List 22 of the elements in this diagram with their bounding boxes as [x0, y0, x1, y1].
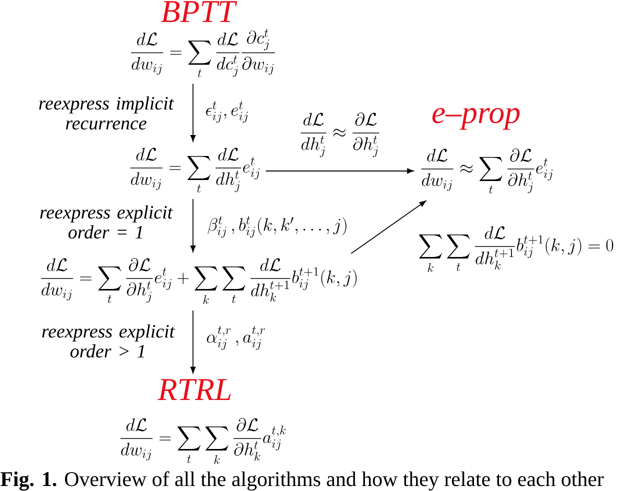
equation: $\frac{d\mathcal{L}}{dw_{ij}}=\sum_t\frac{\partial\mathcal{L}}{\partial h_j^t}e_{ij}^t+\sum_k\sum_t\frac{d\mathcal{L}}{dh_k^{t+1}}b_{ij}^{t+1}(k,j)$ [40, 258, 357, 304]
algorithm-title: BPTT [161, 1, 238, 22]
equation: $\frac{d\mathcal{L}}{dw_{ij}}=\sum_t\sum_k\frac{\partial\mathcal{L}}{\partial h_k^t}a_{ij}^{t,k}$ [120, 418, 286, 464]
edge-label: $\frac{d\mathcal{L}}{dh_j^t}\approx\frac{\partial\mathcal{L}}{\partial h_j^t}$ [300, 112, 380, 158]
arrow [350, 200, 426, 254]
equation: $\frac{d\mathcal{L}}{dw_{ij}}\approx\sum_t\frac{\partial\mathcal{L}}{\partial h_j^t}e_{ij}^t$ [421, 148, 553, 194]
edge-label: $\sum_k\sum_t\frac{d\mathcal{L}}{dh_k^{t+1}}b_{ij}^{t+1}(k,j)=0$ [419, 226, 614, 272]
equation: $\frac{d\mathcal{L}}{dw_{ij}}=\sum_t\frac{d\mathcal{L}}{dh_j^t}e_{ij}^t$ [130, 148, 260, 192]
symbol-label: $\alpha_{ij}^{t,r}\,,a_{ij}^{t,r}$ [206, 326, 265, 350]
arrow [190, 83, 196, 142]
algorithm-title: e–prop [432, 108, 520, 130]
algorithm-title: RTRL [158, 379, 231, 400]
arrow [190, 310, 196, 374]
caption: Fig. 1. Overview of all the algorithms and how they relate to each other [0, 471, 604, 491]
equation: $\frac{d\mathcal{L}}{dw_{ij}}=\sum_t\frac{d\mathcal{L}}{dc_j^t}\frac{\partial c_j^t}{\partial w_{ij}}$ [131, 29, 275, 78]
edge-label: reexpress explicit order > 1 [42, 324, 175, 358]
symbol-label: $\epsilon_{ij}^t,e_{ij}^t$ [206, 101, 248, 123]
symbol-label: $\beta_{ij}^t\,,b_{ij}^t(k,k',\ldots,j)$ [208, 216, 346, 238]
edge-label: reexpress implicit recurrence [39, 96, 174, 130]
arrow [190, 198, 196, 252]
edge-label: reexpress explicit order = 1 [40, 205, 173, 239]
arrow [265, 168, 414, 174]
